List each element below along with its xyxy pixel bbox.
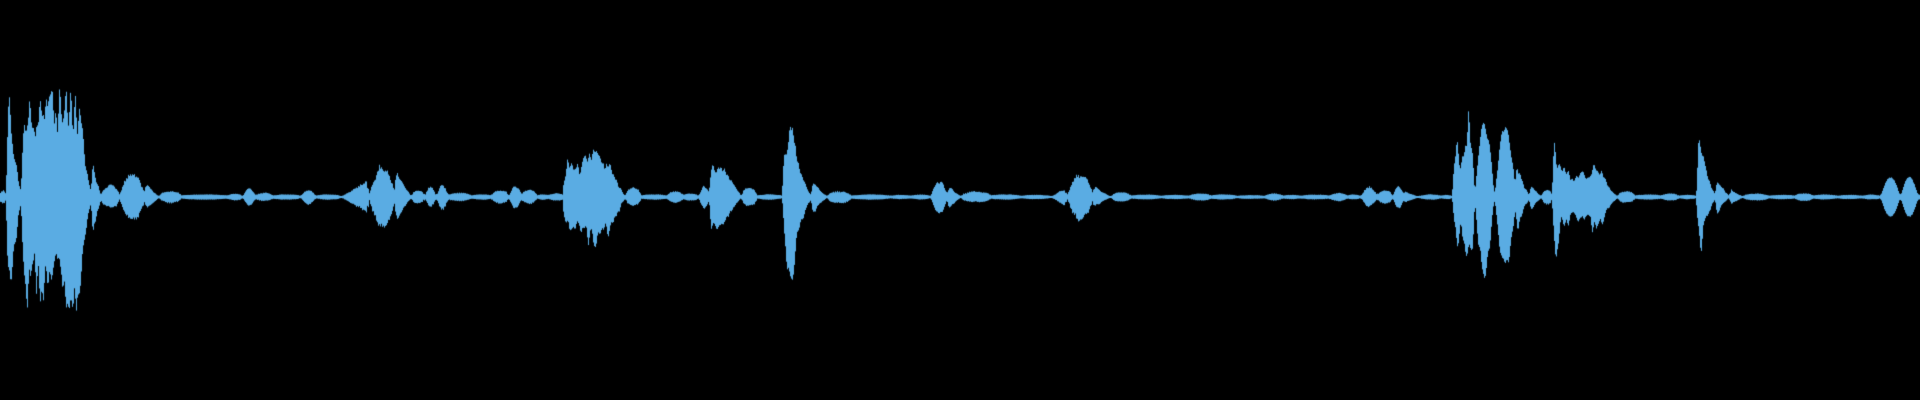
audio-waveform-canvas[interactable] xyxy=(0,0,1920,400)
waveform-viewer[interactable] xyxy=(0,0,1920,400)
